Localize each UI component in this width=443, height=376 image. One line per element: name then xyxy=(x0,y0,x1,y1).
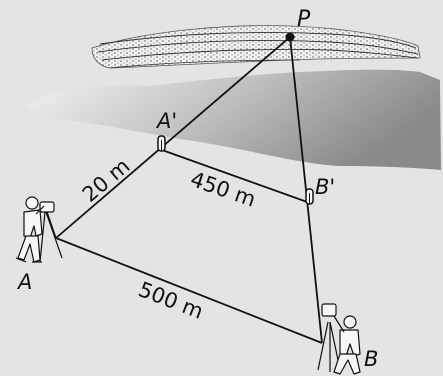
label-B-prime: B' xyxy=(315,175,335,199)
far-bank xyxy=(91,25,421,69)
label-P: P xyxy=(297,7,311,32)
pond xyxy=(26,69,441,170)
survey-lines xyxy=(55,36,323,344)
stake-A-prime xyxy=(157,135,166,152)
line-A-to-B xyxy=(55,237,323,344)
label-A: A xyxy=(16,270,32,294)
label-B: B xyxy=(364,347,378,371)
line-A-to-P xyxy=(55,36,291,239)
label-A-prime: A' xyxy=(155,109,177,133)
stake-B-prime xyxy=(305,188,314,205)
surveyor-A xyxy=(15,196,63,263)
surveyor-B xyxy=(317,303,361,375)
point-P-marker xyxy=(285,32,295,42)
line-A-prime-to-B-prime xyxy=(161,149,311,204)
